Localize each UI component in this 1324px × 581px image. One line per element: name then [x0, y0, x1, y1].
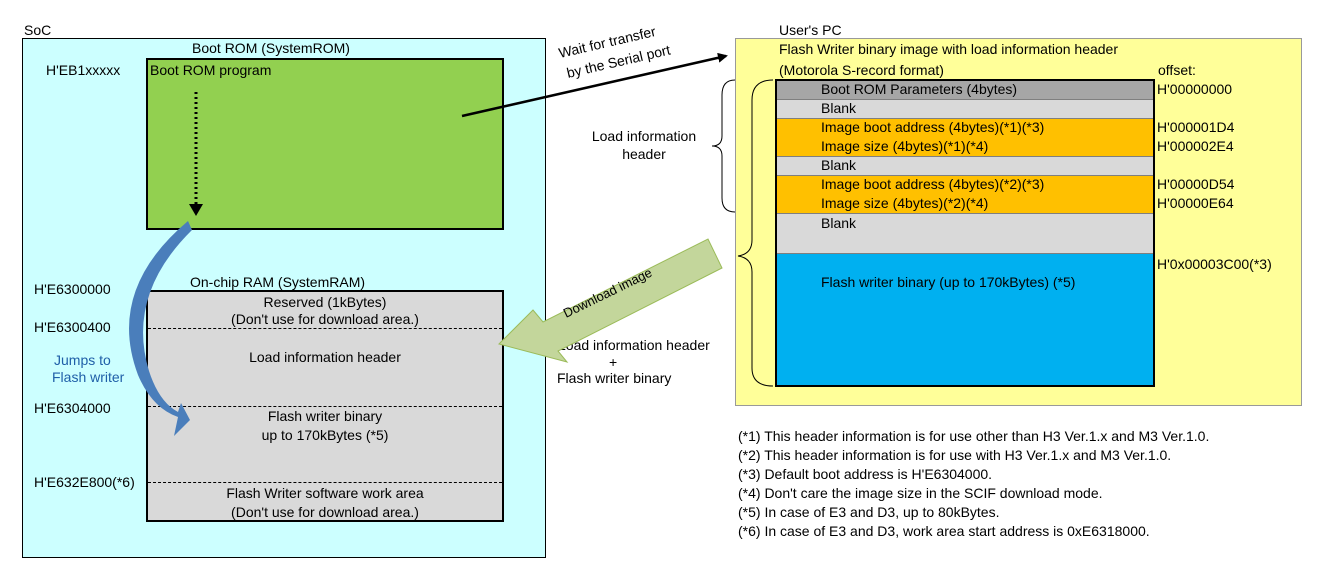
ram-load-info-label: Load information header: [249, 349, 401, 365]
ram-reserved-note: (Don't use for download area.): [231, 311, 419, 327]
image-row-boot-rom-params: Boot ROM Parameters (4bytes): [777, 81, 1153, 100]
header-brace-label: header: [622, 146, 666, 162]
pc-label: User's PC: [779, 22, 842, 38]
payload-label: Load information header: [558, 337, 710, 353]
image-row-flash-writer-binary: Flash writer binary (up to 170kBytes) (*…: [777, 254, 1153, 385]
ram-reserved-label: Reserved (1kBytes): [263, 294, 387, 310]
offset-label: offset:: [1158, 62, 1196, 78]
image-row-boot-address: Image boot address (4bytes)(*1)(*3): [777, 119, 1153, 138]
offset-value: H'00000D54: [1157, 176, 1235, 192]
offset-value: H'000002E4: [1157, 138, 1234, 154]
ram-binary-size: up to 170kBytes (*5): [261, 427, 389, 443]
ram-divider: [148, 328, 502, 329]
ram-binary-label: Flash writer binary: [267, 408, 383, 424]
image-row-blank: Blank: [777, 214, 1153, 254]
image-row-blank: Blank: [777, 157, 1153, 176]
jump-to-flash-writer-arrow: [129, 221, 192, 436]
ram-divider: [148, 482, 502, 483]
image-row-image-size: Image size (4bytes)(*2)(*4): [777, 195, 1153, 214]
ram-work-area-note: (Don't use for download area.): [231, 504, 419, 520]
boot-rom-title: Boot ROM (SystemROM): [192, 40, 350, 56]
footnote: (*1) This header information is for use …: [738, 428, 1210, 444]
ram-address: H'E6300400: [34, 319, 111, 335]
image-row-image-size: Image size (4bytes)(*1)(*4): [777, 138, 1153, 157]
image-row-blank: Blank: [777, 100, 1153, 119]
ram-address: H'E632E800(*6): [34, 474, 135, 490]
flash-image-layout: Boot ROM Parameters (4bytes) Blank Image…: [775, 79, 1155, 387]
jump-label: Jumps to: [54, 352, 111, 368]
download-image-arrow: [498, 238, 723, 363]
pc-image-title: Flash Writer binary image with load info…: [779, 41, 1119, 57]
pc-image-format: (Motorola S-record format): [779, 62, 944, 78]
offset-value: H'000001D4: [1157, 119, 1235, 135]
footnote: (*4) Don't care the image size in the SC…: [738, 485, 1103, 501]
ram-work-area-label: Flash Writer software work area: [226, 485, 424, 501]
ram-divider: [148, 406, 502, 407]
ram-address: H'E6300000: [34, 281, 111, 297]
boot-flow-arrowhead: [189, 204, 203, 216]
image-row-boot-address: Image boot address (4bytes)(*2)(*3): [777, 176, 1153, 195]
jump-label: Flash writer: [52, 369, 125, 385]
offset-value: H'0x00003C00(*3): [1157, 256, 1272, 272]
header-brace-label: Load information: [591, 128, 697, 144]
payload-label: Flash writer binary: [557, 370, 672, 386]
payload-plus: +: [609, 354, 618, 370]
header-brace: [711, 79, 736, 213]
offset-value: H'00000000: [1157, 81, 1233, 97]
boot-rom-program-label: Boot ROM program: [150, 62, 272, 78]
ram-title: On-chip RAM (SystemRAM): [190, 274, 366, 290]
boot-rom-block: [146, 58, 504, 230]
serial-transfer-arrow: [461, 52, 728, 118]
image-brace: [737, 79, 774, 387]
boot-rom-address: H'EB1xxxxx: [46, 62, 121, 78]
footnote: (*3) Default boot address is H'E6304000.: [738, 466, 993, 482]
footnote: (*6) In case of E3 and D3, work area sta…: [738, 523, 1150, 539]
offset-value: H'00000E64: [1157, 195, 1234, 211]
footnote: (*2) This header information is for use …: [738, 447, 1172, 463]
ram-address: H'E6304000: [34, 400, 111, 416]
footnote: (*5) In case of E3 and D3, up to 80kByte…: [738, 504, 1000, 520]
soc-label: SoC: [24, 22, 52, 38]
